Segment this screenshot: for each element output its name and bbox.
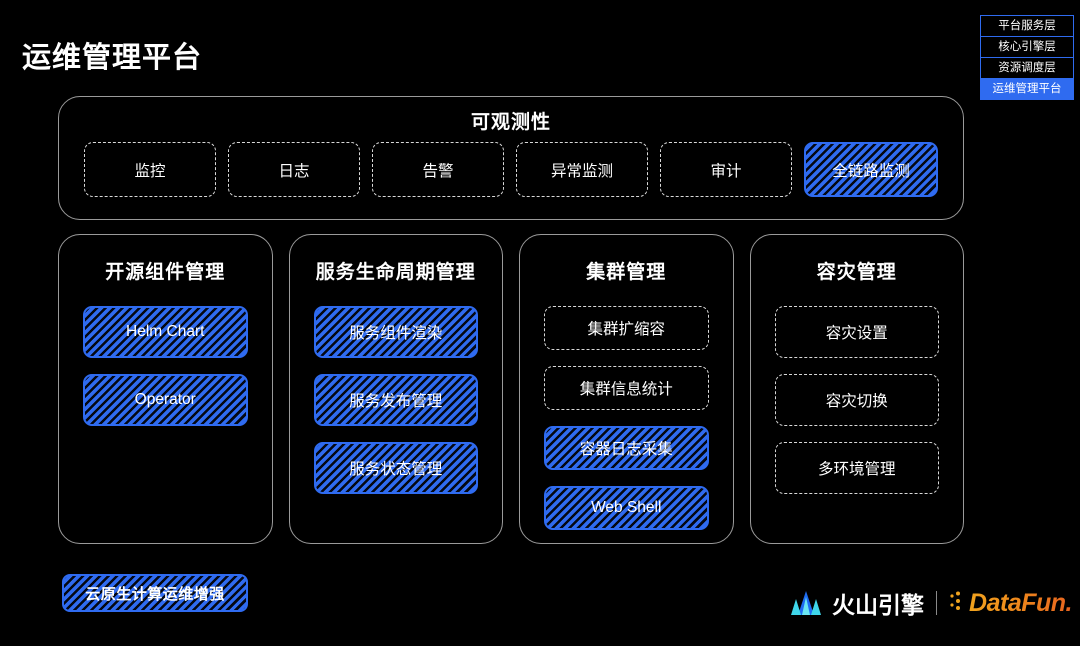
logo-separator xyxy=(936,591,938,615)
item-helm-chart[interactable]: Helm Chart xyxy=(83,306,248,358)
item-service-component-render[interactable]: 服务组件渲染 xyxy=(313,306,478,358)
footer-logos: 火山引擎 DataFun. xyxy=(789,586,1072,620)
mountain-icon xyxy=(789,587,823,620)
item-dr-switchover[interactable]: 容灾切换 xyxy=(774,374,939,426)
item-multi-environment-management[interactable]: 多环境管理 xyxy=(774,442,939,494)
item-cluster-scaling[interactable]: 集群扩缩容 xyxy=(544,306,709,350)
legend-item-core-engine[interactable]: 核心引擎层 xyxy=(980,36,1074,58)
volcano-engine-name: 火山引擎 xyxy=(832,592,925,618)
item-dr-settings[interactable]: 容灾设置 xyxy=(774,306,939,358)
column-service-lifecycle: 服务生命周期管理 服务组件渲染 服务发布管理 服务状态管理 xyxy=(288,234,503,544)
datafun-logo: DataFun. xyxy=(949,589,1072,618)
item-web-shell[interactable]: Web Shell xyxy=(544,486,709,530)
observability-chip-audit[interactable]: 审计 xyxy=(660,142,792,197)
datafun-dots-icon xyxy=(949,590,967,617)
observability-card: 可观测性 监控 日志 告警 异常监测 审计 全链路监测 xyxy=(58,96,964,220)
item-service-release-management[interactable]: 服务发布管理 xyxy=(313,374,478,426)
item-service-status-management[interactable]: 服务状态管理 xyxy=(313,442,478,494)
column-title: 集群管理 xyxy=(586,262,667,283)
column-item-list: 集群扩缩容 集群信息统计 容器日志采集 Web Shell xyxy=(544,306,709,530)
item-container-log-collection[interactable]: 容器日志采集 xyxy=(544,426,709,470)
item-operator[interactable]: Operator xyxy=(83,374,248,426)
bottom-tag-cloud-native-ops[interactable]: 云原生计算运维增强 xyxy=(62,574,248,612)
column-item-list: 容灾设置 容灾切换 多环境管理 xyxy=(774,306,939,494)
observability-chip-alerting[interactable]: 告警 xyxy=(372,142,504,197)
column-open-source-components: 开源组件管理 Helm Chart Operator xyxy=(58,234,273,544)
observability-chip-anomaly-detection[interactable]: 异常监测 xyxy=(516,142,648,197)
observability-title: 可观测性 xyxy=(470,112,551,133)
volcano-engine-logo: 火山引擎 xyxy=(789,586,924,620)
datafun-name: DataFun. xyxy=(969,588,1072,617)
legend-item-platform-service[interactable]: 平台服务层 xyxy=(980,15,1074,37)
column-item-list: Helm Chart Operator xyxy=(83,306,248,426)
column-item-list: 服务组件渲染 服务发布管理 服务状态管理 xyxy=(313,306,478,494)
legend-item-ops-platform[interactable]: 运维管理平台 xyxy=(980,78,1074,100)
legend-item-resource-scheduling[interactable]: 资源调度层 xyxy=(980,57,1074,79)
legend: 平台服务层 核心引擎层 资源调度层 运维管理平台 xyxy=(980,15,1074,100)
page-title: 运维管理平台 xyxy=(22,42,203,74)
module-columns: 开源组件管理 Helm Chart Operator 服务生命周期管理 服务组件… xyxy=(58,234,964,544)
column-title: 服务生命周期管理 xyxy=(315,262,476,283)
column-cluster-management: 集群管理 集群扩缩容 集群信息统计 容器日志采集 Web Shell xyxy=(519,234,734,544)
observability-chip-row: 监控 日志 告警 异常监测 审计 全链路监测 xyxy=(84,142,938,197)
observability-chip-logging[interactable]: 日志 xyxy=(228,142,360,197)
observability-chip-full-link-tracing[interactable]: 全链路监测 xyxy=(804,142,938,197)
column-disaster-recovery: 容灾管理 容灾设置 容灾切换 多环境管理 xyxy=(749,234,964,544)
item-cluster-statistics[interactable]: 集群信息统计 xyxy=(544,366,709,410)
column-title: 容灾管理 xyxy=(816,262,897,283)
observability-chip-monitoring[interactable]: 监控 xyxy=(84,142,216,197)
column-title: 开源组件管理 xyxy=(105,262,226,283)
